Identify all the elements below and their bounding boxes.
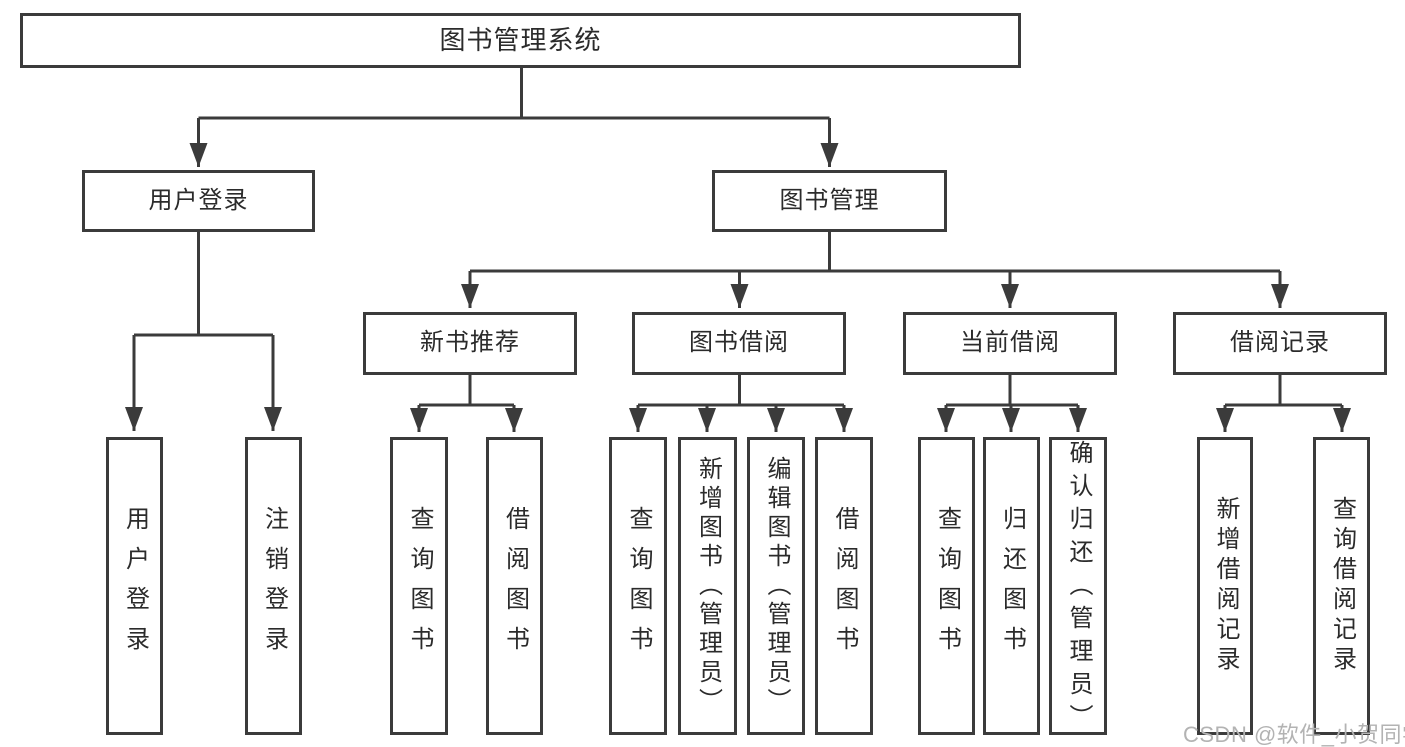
watermark: CSDN @软件_小贺同学 [1183,722,1405,747]
node-leaf-edit-books-admin: 编辑图书（管理员） [747,437,805,735]
node-leaf-add-books-admin: 新增图书（管理员） [678,437,737,735]
node-leaf-logout: 注销登录 [245,437,302,735]
node-leaf-user-login: 用户登录 [106,437,163,735]
node-leaf-borrow-books-2: 借阅图书 [815,437,873,735]
node-current-borrowing: 当前借阅 [903,312,1117,375]
node-borrowing-records: 借阅记录 [1173,312,1387,375]
node-leaf-query-books-2: 查询图书 [609,437,667,735]
node-leaf-query-books-3: 查询图书 [918,437,975,735]
node-leaf-confirm-return-admin: 确认归还（管理员） [1049,437,1107,737]
node-book-management: 图书管理 [712,170,947,232]
node-user-login: 用户登录 [82,170,315,232]
node-leaf-query-borrow-record: 查询借阅记录 [1313,437,1370,735]
node-book-borrowing: 图书借阅 [632,312,846,375]
node-system-root: 图书管理系统 [20,13,1021,68]
node-new-book-recommend: 新书推荐 [363,312,577,375]
node-leaf-query-books-1: 查询图书 [390,437,448,735]
node-leaf-add-borrow-record: 新增借阅记录 [1197,437,1253,735]
node-leaf-borrow-books-1: 借阅图书 [486,437,543,735]
node-leaf-return-books: 归还图书 [983,437,1040,735]
